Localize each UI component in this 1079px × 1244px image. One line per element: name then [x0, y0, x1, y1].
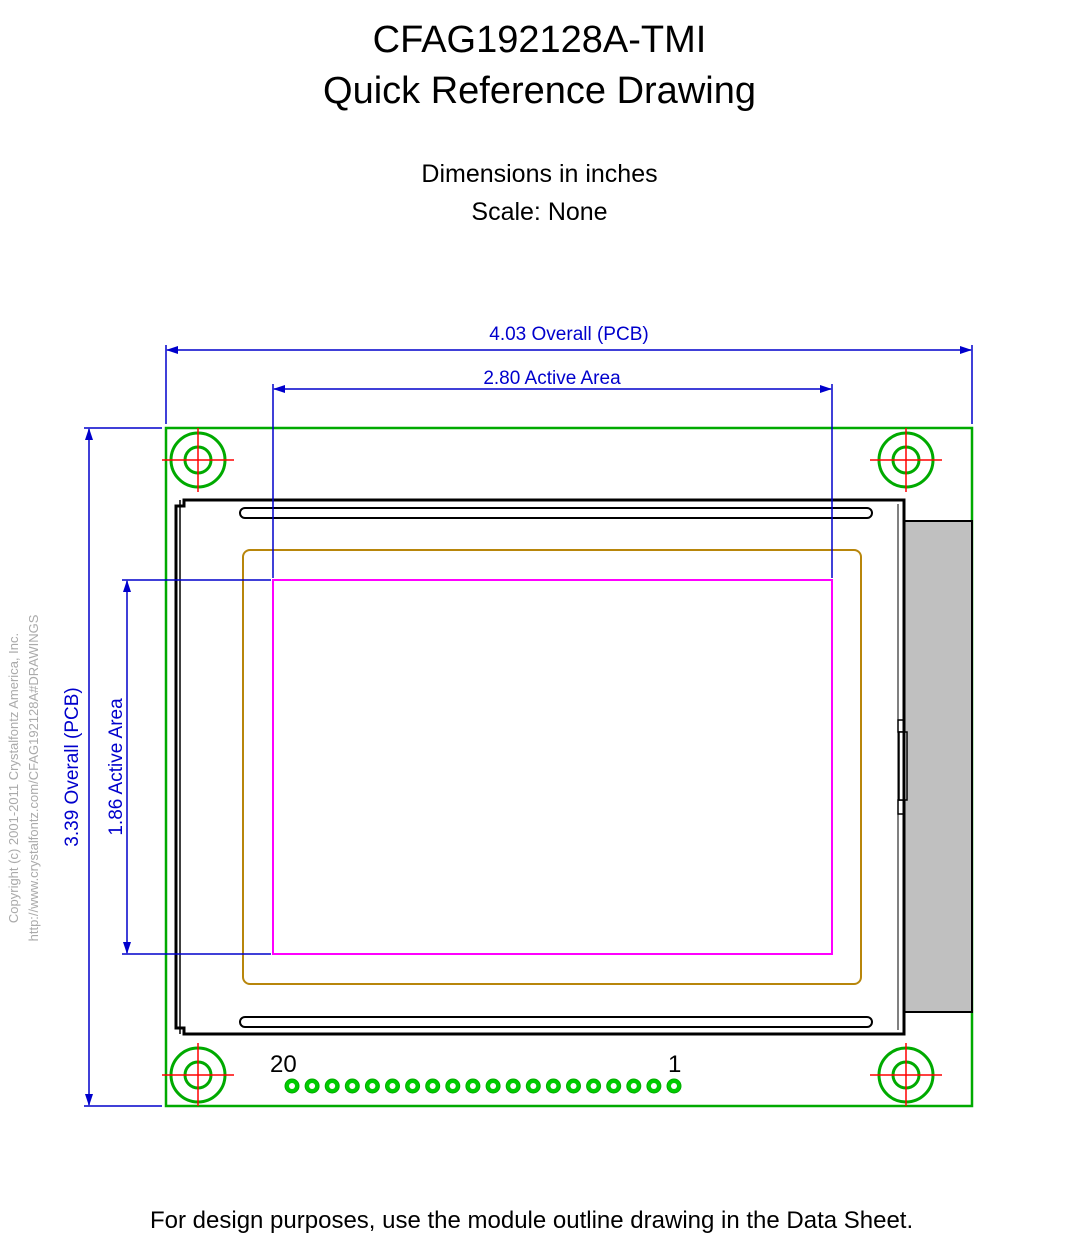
connector-pin-hole — [671, 1083, 677, 1089]
scale-note: Scale: None — [471, 198, 608, 226]
top-slot — [239, 507, 873, 519]
units-note: Dimensions in inches — [421, 160, 658, 188]
connector-pin-hole — [610, 1083, 617, 1089]
connector-pin-hole — [389, 1083, 396, 1089]
viewing-area — [242, 549, 862, 985]
bezel-outline — [174, 498, 906, 1036]
connector-pin-hole — [309, 1083, 316, 1089]
connector-pin-hole — [510, 1083, 517, 1089]
bottom-slot — [239, 1016, 873, 1028]
backlight-block — [903, 520, 973, 1013]
connector-pin-hole — [469, 1083, 476, 1089]
connector-pin-hole — [630, 1083, 637, 1089]
copyright-line-1: Copyright (c) 2001-2011 Crystalfontz Ame… — [6, 633, 21, 923]
connector-pin-hole — [550, 1083, 557, 1089]
active-width-label: 2.80 Active Area — [483, 368, 621, 389]
overall-width-label: 4.03 Overall (PCB) — [489, 324, 648, 345]
connector-pin-hole — [650, 1083, 657, 1089]
active-height-label: 1.86 Active Area — [106, 698, 127, 836]
active-height-dimension: 1.86 Active Area — [106, 579, 271, 955]
pcb-outline — [164, 426, 974, 1108]
overall-height-label: 3.39 Overall (PCB) — [62, 687, 83, 846]
connector-pin-hole — [289, 1083, 295, 1089]
overall-height-dimension: 3.39 Overall (PCB) — [62, 427, 162, 1107]
connector-pin-hole — [449, 1083, 456, 1089]
active-area — [272, 579, 833, 955]
connector-pin-hole — [329, 1083, 336, 1089]
connector-pin-hole — [369, 1083, 376, 1089]
footer-note: For design purposes, use the module outl… — [150, 1207, 914, 1234]
pin-label-first: 20 — [270, 1051, 297, 1078]
connector-pin-hole — [429, 1083, 436, 1089]
active-width-dimension: 2.80 Active Area — [272, 368, 833, 578]
connector-pin-hole — [409, 1083, 416, 1089]
connector-pin-hole — [590, 1083, 597, 1089]
mount-hole-bottom-right — [870, 1043, 942, 1106]
mount-hole-top-right — [870, 428, 942, 492]
page-title: CFAG192128A-TMI — [372, 19, 707, 61]
page-subtitle: Quick Reference Drawing — [323, 70, 756, 112]
copyright-line-2: http://www.crystalfontz.com/CFAG192128A#… — [26, 614, 41, 941]
mount-hole-bottom-left — [162, 1043, 234, 1106]
connector-pin-hole — [490, 1083, 497, 1089]
overall-width-dimension: 4.03 Overall (PCB) — [165, 324, 973, 424]
connector-pins — [284, 1078, 682, 1094]
connector-pin-hole — [570, 1083, 577, 1089]
connector-pin-hole — [349, 1083, 356, 1089]
connector-pin-hole — [530, 1083, 537, 1089]
mount-hole-top-left — [162, 428, 234, 492]
pin-label-last: 1 — [668, 1051, 681, 1078]
